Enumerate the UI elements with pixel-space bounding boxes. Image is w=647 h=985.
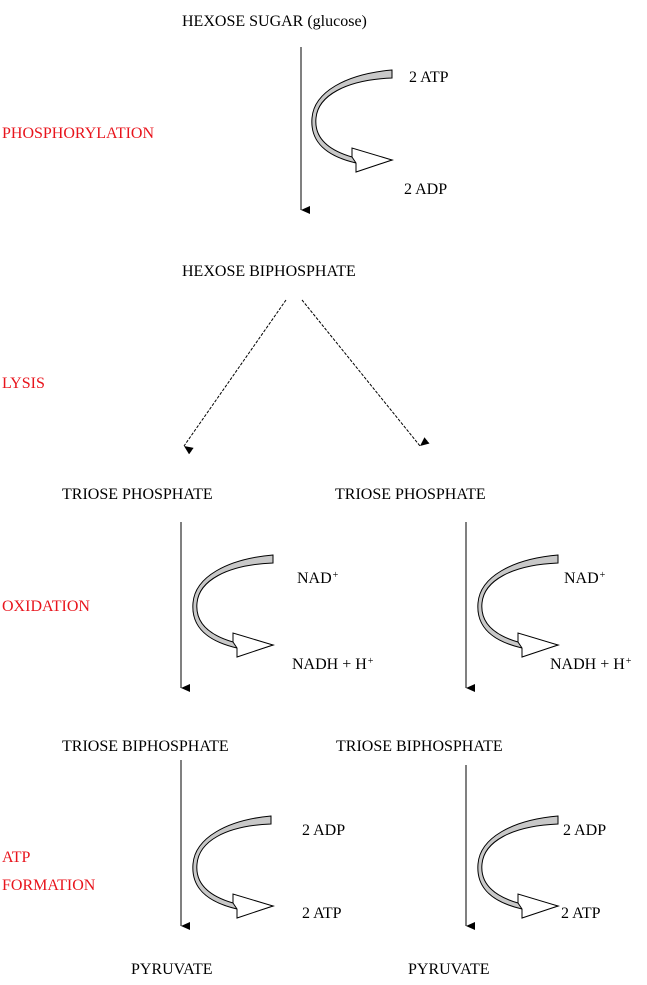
atp-formation-left-output: 2 ATP <box>302 905 342 922</box>
hexose-biphosphate-label: HEXOSE BIPHOSPHATE <box>182 263 356 280</box>
curved-arrow-atp-left <box>192 815 275 919</box>
curved-arrow-oxidation-left <box>192 554 275 658</box>
curved-arrow-phosphorylation <box>311 69 394 173</box>
stage-phosphorylation: PHOSPHORYLATION <box>2 125 155 142</box>
triose-biphosphate-right-label: TRIOSE BIPHOSPHATE <box>336 738 503 755</box>
oxidation-left-output: NADH + H+ <box>292 656 374 673</box>
pyruvate-left-label: PYRUVATE <box>131 961 213 978</box>
arrow-lysis-right <box>301 299 430 447</box>
atp-formation-right-input: 2 ADP <box>563 822 607 839</box>
triose-biphosphate-left-label: TRIOSE BIPHOSPHATE <box>62 738 229 755</box>
stage-lysis: LYSIS <box>2 375 45 392</box>
pyruvate-right-label: PYRUVATE <box>408 961 490 978</box>
arrow-lysis-left <box>183 299 287 455</box>
stage-oxidation: OXIDATION <box>2 598 90 615</box>
stage-atp-formation-line1: ATP <box>2 849 31 866</box>
oxidation-left-input: NAD+ <box>297 570 339 587</box>
phosphorylation-output: 2 ADP <box>404 181 448 198</box>
curved-arrow-oxidation-right <box>477 554 560 658</box>
triose-phosphate-right-label: TRIOSE PHOSPHATE <box>335 486 486 503</box>
atp-formation-left-input: 2 ADP <box>302 822 346 839</box>
stage-atp-formation-line2: FORMATION <box>2 877 96 894</box>
oxidation-right-output: NADH + H+ <box>550 656 632 673</box>
hexose-sugar-label: HEXOSE SUGAR (glucose) <box>182 13 367 30</box>
triose-phosphate-left-label: TRIOSE PHOSPHATE <box>62 486 213 503</box>
phosphorylation-input: 2 ATP <box>409 69 449 86</box>
atp-formation-right-output: 2 ATP <box>561 905 601 922</box>
oxidation-right-input: NAD+ <box>564 570 606 587</box>
curved-arrow-atp-right <box>477 815 560 919</box>
